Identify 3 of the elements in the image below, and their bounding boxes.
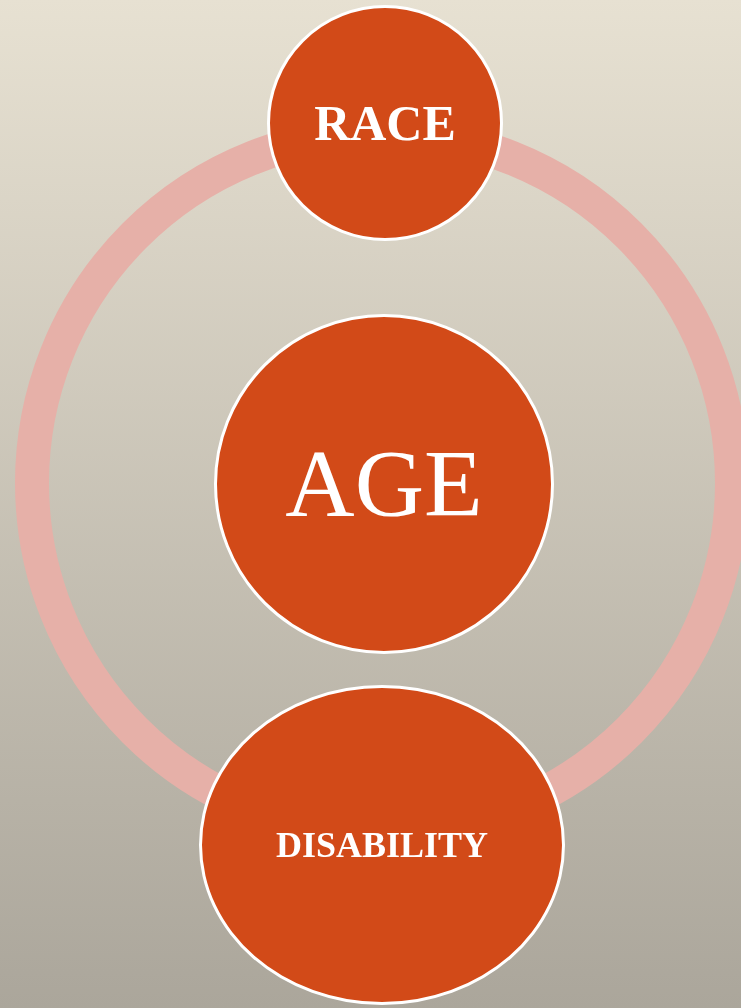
node-label: AGE: [285, 436, 483, 532]
node-label: DISABILITY: [275, 827, 489, 863]
node-label: RACE: [314, 98, 456, 148]
